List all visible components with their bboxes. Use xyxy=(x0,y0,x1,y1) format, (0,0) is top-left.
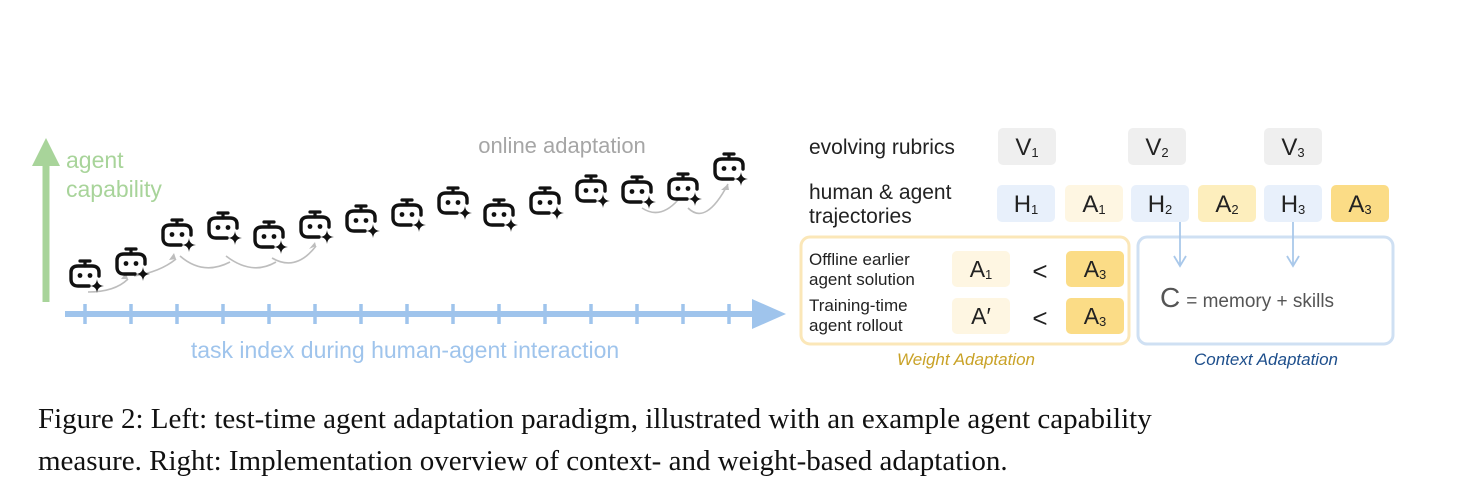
x-axis-label: task index during human-agent interactio… xyxy=(191,337,619,363)
trajectories-label-line1: human & agent xyxy=(809,181,952,204)
robot-sparkle-icon xyxy=(253,220,288,255)
online-adaptation-label: online adaptation xyxy=(478,133,646,158)
robot-sparkle-icon xyxy=(483,198,518,233)
robot-sparkle-icon xyxy=(529,186,564,221)
caption-line-1: Figure 2: Left: test-time agent adaptati… xyxy=(38,403,1152,435)
context-formula: C= memory + skills xyxy=(1160,282,1334,313)
less-than-operator: < xyxy=(1032,303,1047,333)
robot-sparkle-icons xyxy=(69,152,748,294)
svg-text:A1: A1 xyxy=(1082,191,1105,218)
svg-text:A2: A2 xyxy=(1215,191,1238,218)
figure-diagram: agent capability task index during human… xyxy=(32,128,1395,369)
robot-sparkle-icon xyxy=(345,204,380,239)
svg-text:V1: V1 xyxy=(1015,134,1038,161)
robot-sparkle-icon xyxy=(299,210,334,245)
robot-sparkle-icon xyxy=(667,172,702,207)
rubric-v1: V1 xyxy=(998,128,1056,165)
figure-caption: Figure 2: Left: test-time agent adaptati… xyxy=(38,398,1458,482)
trajectory-a3: A3 xyxy=(1331,185,1389,222)
svg-text:V3: V3 xyxy=(1281,134,1304,161)
robot-sparkle-icon xyxy=(621,175,656,210)
trajectory-a1: A1 xyxy=(1065,185,1123,222)
robot-sparkle-icon xyxy=(161,218,196,253)
rollout-label-line1: Training-time xyxy=(809,296,908,315)
svg-text:H2: H2 xyxy=(1148,191,1173,218)
trajectory-h2: H2 xyxy=(1131,185,1189,222)
svg-text:H1: H1 xyxy=(1014,191,1039,218)
robot-sparkle-icon xyxy=(575,174,610,209)
svg-text:H3: H3 xyxy=(1281,191,1306,218)
context-adaptation-box xyxy=(1136,235,1395,346)
offline-solution-label-line1: Offline earlier xyxy=(809,250,910,269)
y-axis-label-line1: agent xyxy=(66,147,124,173)
svg-text:A3: A3 xyxy=(1348,191,1371,218)
robot-sparkle-icon xyxy=(115,247,150,282)
trajectory-h1: H1 xyxy=(997,185,1055,222)
rollout-label-line2: agent rollout xyxy=(809,316,903,335)
svg-text:A3: A3 xyxy=(1084,303,1107,329)
svg-text:V2: V2 xyxy=(1145,134,1168,161)
context-adaptation-title: Context Adaptation xyxy=(1194,350,1338,369)
trajectory-a2: A2 xyxy=(1198,185,1256,222)
y-axis-arrow xyxy=(32,138,60,302)
y-axis-label-line2: capability xyxy=(66,176,162,202)
trajectory-h3: H3 xyxy=(1264,185,1322,222)
evolving-rubrics-label: evolving rubrics xyxy=(809,136,955,159)
x-axis-arrow xyxy=(65,299,786,329)
rubric-v3: V3 xyxy=(1264,128,1322,165)
context-arrows xyxy=(1173,222,1300,268)
caption-line-2: measure. Right: Implementation overview … xyxy=(38,445,1008,477)
robot-sparkle-icon xyxy=(437,186,472,221)
less-than-operator: < xyxy=(1032,256,1047,286)
weight-adaptation-box xyxy=(799,235,1131,346)
offline-right-a3: A3 xyxy=(1066,251,1124,287)
svg-text:A′: A′ xyxy=(971,303,991,329)
robot-sparkle-icon xyxy=(207,211,242,246)
svg-text:A1: A1 xyxy=(970,256,993,282)
rubric-v2: V2 xyxy=(1128,128,1186,165)
rollout-left-a-prime: A′ xyxy=(952,298,1010,334)
robot-sparkle-icon xyxy=(391,198,426,233)
svg-text:A3: A3 xyxy=(1084,256,1107,282)
robot-sparkle-icon xyxy=(69,259,104,294)
trajectories-label-line2: trajectories xyxy=(809,205,912,228)
offline-solution-label-line2: agent solution xyxy=(809,270,915,289)
rollout-right-a3: A3 xyxy=(1066,298,1124,334)
offline-left-a1: A1 xyxy=(952,251,1010,287)
robot-sparkle-icon xyxy=(713,152,748,187)
weight-adaptation-title: Weight Adaptation xyxy=(897,350,1035,369)
